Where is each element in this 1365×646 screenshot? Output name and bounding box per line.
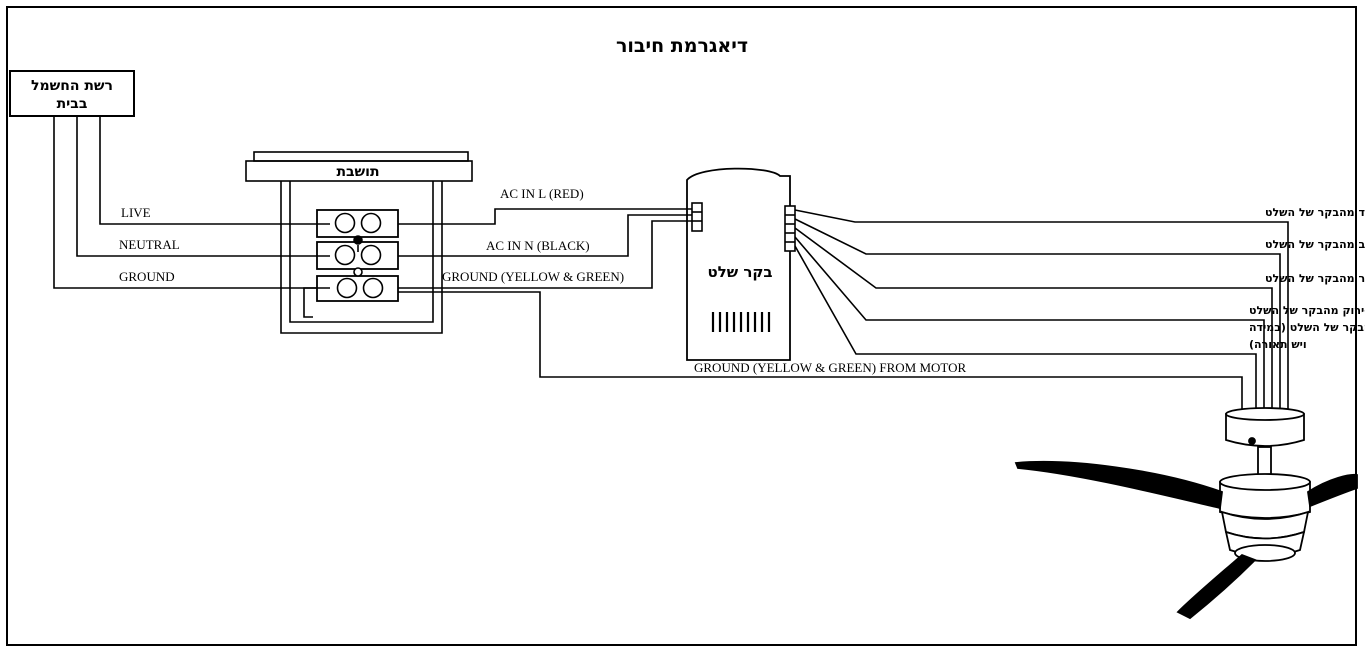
motor-ground-label: GROUND (YELLOW & GREEN) FROM MOTOR — [694, 360, 966, 375]
fan-wire-1 — [794, 209, 1289, 410]
ceiling-fan — [1014, 407, 1358, 620]
house-supply-label-line1: רשת החשמל — [31, 78, 113, 94]
fan-wire-note-1: חוט ורוד מהמאוורר לחוט ורוד מהבקר של השל… — [1265, 206, 1365, 219]
ac-in-l-wire — [398, 208, 692, 225]
fan-wire-note-3: חוט אפור מהמאוורר לחוט אפור מהבקר של השל… — [1265, 272, 1365, 285]
fan-wire-5 — [794, 245, 1257, 410]
ground-wire — [53, 116, 330, 289]
controller-vent — [711, 312, 771, 332]
live-wire — [99, 116, 330, 225]
canopy — [245, 151, 473, 334]
motor-ground-wire — [398, 291, 1243, 410]
fan-wire-note-6: ויש תאורה) — [1249, 338, 1307, 351]
controller-ground-label: GROUND (YELLOW & GREEN) — [442, 269, 624, 284]
wiring-diagram: דיאגרמת חיבור רשת החשמל בבית LIVE NEUTRA… — [9, 35, 1365, 620]
canopy-label: תושבת — [336, 164, 379, 180]
fan-wire-note-4: חוט צהוב-ירוק מהמאוורר לחוט צהוב-ירוק מה… — [1249, 304, 1365, 317]
ac-in-n-wire — [398, 214, 692, 257]
fan-wire-3 — [794, 227, 1273, 410]
controller-ground-wire — [398, 220, 692, 289]
ac-in-n-label: AC IN N (BLACK) — [486, 238, 590, 253]
fan-wire-note-5: חוטים שחור & אדום-כחול מהמאוורר לחוטים ז… — [1249, 321, 1365, 334]
house-supply-box — [9, 70, 135, 117]
fan-wire-4 — [794, 236, 1265, 410]
neutral-wire — [76, 116, 330, 257]
ac-in-l-label: AC IN L (RED) — [500, 186, 584, 201]
fan-wire-2 — [794, 218, 1281, 410]
house-supply-label-line2: בבית — [57, 96, 88, 112]
controller-label: בקר שלט — [707, 263, 772, 281]
live-label: LIVE — [121, 205, 151, 220]
ground-label: GROUND — [119, 269, 175, 284]
diagram-title: דיאגרמת חיבור — [616, 35, 748, 57]
canopy-ground-lead — [303, 287, 318, 318]
remote-controller — [686, 167, 796, 361]
neutral-label: NEUTRAL — [119, 237, 180, 252]
fan-wire-note-2: חוט צהוב מהמאוורר לחוט צהוב מהבקר של השל… — [1265, 238, 1365, 251]
